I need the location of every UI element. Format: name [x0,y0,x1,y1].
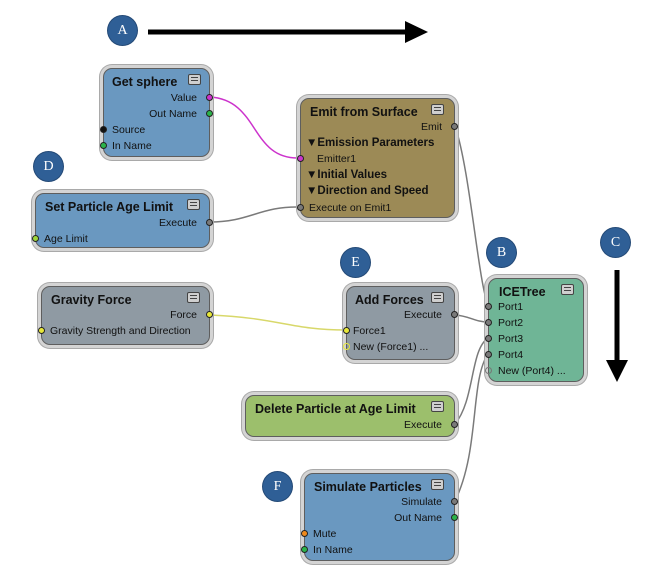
port-dot-port1[interactable] [485,303,492,310]
badge-d: D [34,152,63,181]
port-label-out-name: Out Name [149,108,197,120]
port-label-emit: Emit [421,121,442,133]
node-delete-particle-at-age-limit[interactable]: Delete Particle at Age Limit Execute [245,395,458,437]
triangle-down-icon: ▼ [306,185,318,197]
port-dot-value[interactable] [206,94,213,101]
port-dot-source[interactable] [100,126,107,133]
section-label: Direction and Speed [317,185,429,197]
port-label-port4: Port4 [498,349,524,361]
node-title: Get sphere [112,75,178,89]
wire-simulate-to-port4 [454,353,489,502]
wire-value-to-emitter1 [209,96,301,159]
section-emission-parameters[interactable]: ▼Emission Parameters [306,137,434,149]
section-direction-and-speed[interactable]: ▼Direction and Speed [306,185,429,197]
node-ice-tree[interactable]: ICETree Port1 Port2 Port3 Port4 New (Por… [485,278,584,382]
port-dot-port4[interactable] [485,351,492,358]
port-dot-in-name[interactable] [301,546,308,553]
port-dot-emitter1[interactable] [297,155,304,162]
wire-delete-to-port3 [454,337,489,425]
wire-emit-to-port1 [454,125,489,306]
node-add-forces[interactable]: Add Forces Execute Force1 New (Force1) .… [343,286,458,360]
port-label-age-limit: Age Limit [44,233,88,245]
wire-force-to-force1 [209,314,347,331]
port-dot-mute[interactable] [301,530,308,537]
section-label: Emission Parameters [317,137,435,149]
port-label-execute: Execute [404,419,442,431]
badge-b: B [487,238,516,267]
port-label-mute: Mute [313,528,337,540]
node-menu-icon[interactable] [431,401,444,412]
port-dot-new-port4[interactable] [485,367,492,374]
port-dot-gravity-strength[interactable] [38,327,45,334]
port-dot-port2[interactable] [485,319,492,326]
node-title: ICETree [499,285,546,299]
triangle-down-icon: ▼ [306,169,318,181]
port-dot-out-name[interactable] [451,514,458,521]
port-dot-emit[interactable] [451,123,458,130]
port-label-in-name: In Name [313,544,353,556]
port-dot-execute[interactable] [451,421,458,428]
port-label-emitter1: Emitter1 [317,153,357,165]
section-label: Initial Values [317,169,388,181]
port-label-force: Force [170,309,197,321]
wire-execute-to-emit [209,206,301,223]
port-label-port3: Port3 [498,333,524,345]
node-simulate-particles[interactable]: Simulate Particles Simulate Out Name Mut… [301,473,458,561]
port-dot-port3[interactable] [485,335,492,342]
port-label-execute-on-emit1: Execute on Emit1 [309,202,392,214]
port-dot-age-limit[interactable] [32,235,39,242]
port-label-port2: Port2 [498,317,524,329]
node-menu-icon[interactable] [561,284,574,295]
port-label-out-name: Out Name [394,512,442,524]
node-menu-icon[interactable] [187,292,200,303]
port-label-gravity-strength: Gravity Strength and Direction [50,325,191,337]
node-menu-icon[interactable] [187,199,200,210]
node-menu-icon[interactable] [431,479,444,490]
triangle-down-icon: ▼ [306,137,318,149]
port-dot-new-force1[interactable] [343,343,350,350]
port-label-new-force1: New (Force1) ... [353,341,429,353]
badge-e: E [341,248,370,277]
port-label-value: Value [170,92,197,104]
section-initial-values[interactable]: ▼Initial Values [306,169,387,181]
badge-a: A [108,16,137,45]
node-get-sphere[interactable]: Get sphere Value Out Name Source In Name [100,68,213,157]
node-title: Emit from Surface [310,105,418,119]
node-emit-from-surface[interactable]: Emit from Surface Emit ▼Emission Paramet… [297,98,458,218]
node-title: Set Particle Age Limit [45,200,174,214]
port-label-new-port4: New (Port4) ... [498,365,566,377]
node-menu-icon[interactable] [431,292,444,303]
port-label-in-name: In Name [112,140,152,152]
port-dot-execute[interactable] [206,219,213,226]
port-dot-in-name[interactable] [100,142,107,149]
port-label-execute: Execute [159,217,197,229]
port-dot-force[interactable] [206,311,213,318]
node-menu-icon[interactable] [431,104,444,115]
node-gravity-force[interactable]: Gravity Force Force Gravity Strength and… [38,286,213,345]
port-dot-execute-on-emit1[interactable] [297,204,304,211]
port-label-force1: Force1 [353,325,386,337]
port-dot-force1[interactable] [343,327,350,334]
node-menu-icon[interactable] [188,74,201,85]
port-dot-out-name[interactable] [206,110,213,117]
node-title: Delete Particle at Age Limit [255,402,416,416]
node-title: Simulate Particles [314,480,422,494]
flow-arrow-vertical-head [606,360,628,382]
port-label-source: Source [112,124,146,136]
port-label-execute: Execute [404,309,442,321]
node-set-particle-age-limit[interactable]: Set Particle Age Limit Execute Age Limit [32,193,213,248]
node-title: Gravity Force [51,293,132,307]
badge-f: F [263,472,292,501]
flow-arrow-horizontal-head [405,21,428,43]
node-title: Add Forces [355,293,424,307]
port-label-port1: Port1 [498,301,524,313]
port-label-simulate: Simulate [401,496,442,508]
port-dot-execute[interactable] [451,311,458,318]
badge-c: C [601,228,630,257]
port-dot-simulate[interactable] [451,498,458,505]
wire-addforces-to-port2 [454,314,489,323]
